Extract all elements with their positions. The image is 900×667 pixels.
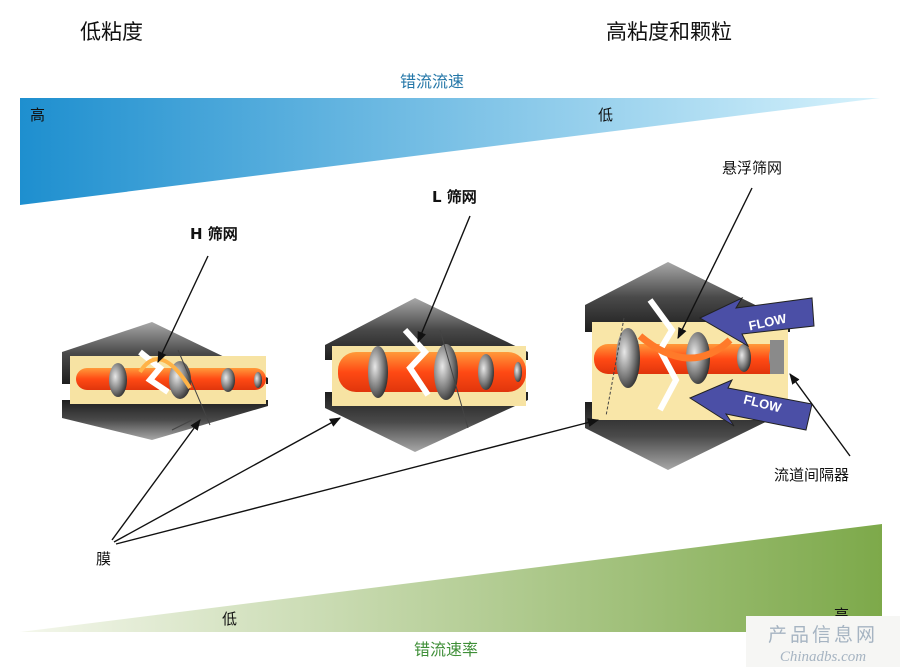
watermark-en-text: Chinadbs.com [779,649,867,665]
heading-low-viscosity: 低粘度 [80,20,143,44]
heading-high-viscosity: 高粘度和颗粒 [606,20,732,44]
membrane-label: 膜 [96,550,112,568]
crossflow-rate-left-label: 低 [222,610,238,628]
crossflow-speed-wedge [20,98,880,205]
crossflow-rate-wedge [20,524,882,632]
watermark: 产品信息网 Chinadbs.com [746,616,900,667]
watermark-cn-text: 产品信息网 [767,624,878,646]
h-screen-label: H 筛网 [190,225,238,243]
crossflow-speed-left-label: 高 [30,106,46,124]
flow-arrow-icon [688,296,815,431]
l-screen-label: L 筛网 [432,188,477,206]
crossflow-speed-right-label: 低 [598,106,614,124]
suspended-screen-module [585,262,790,470]
h-screen-module [62,322,268,440]
pointer-arrow-icon [111,187,851,545]
suspended-screen-label: 悬浮筛网 [722,159,783,177]
crossflow-rate-caption: 错流速率 [414,640,479,659]
crossflow-speed-caption: 错流流速 [400,72,465,91]
l-screen-module [325,298,528,452]
spacer-label: 流道间隔器 [774,466,850,484]
